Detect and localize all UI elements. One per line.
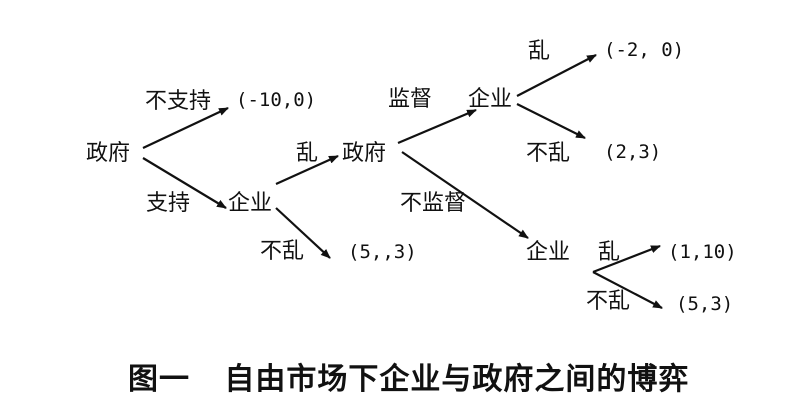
action-not-supervise: 不监督 — [400, 191, 466, 216]
payoff-no-chaos-2: (2,3) — [604, 141, 661, 163]
edge-ent2-chaos — [516, 54, 597, 97]
payoff-not-support: (-10,0) — [236, 89, 316, 111]
action-chaos-1: 乱 — [296, 141, 318, 166]
node-government-2: 政府 — [342, 141, 386, 166]
payoff-no-chaos-1: (5,,3) — [348, 241, 417, 263]
edge-gov-support — [142, 157, 227, 209]
edge-ent3-chaos — [592, 244, 661, 274]
edge-ent3-no-chaos — [592, 271, 663, 309]
figure-caption: 图一 自由市场下企业与政府之间的博弈 — [128, 362, 689, 397]
edge-ent1-no-chaos — [275, 207, 331, 259]
node-enterprise-3: 企业 — [526, 240, 570, 265]
action-chaos-2: 乱 — [528, 39, 550, 64]
node-enterprise-1: 企业 — [228, 191, 272, 216]
payoff-chaos-3: (1,10) — [668, 241, 737, 263]
payoff-no-chaos-3: (5,3) — [676, 293, 733, 315]
edge-gov2-not-supervise — [401, 151, 529, 239]
node-government-root: 政府 — [86, 141, 130, 166]
action-supervise: 监督 — [388, 87, 432, 112]
action-no-chaos-3: 不乱 — [586, 289, 630, 314]
action-support: 支持 — [146, 191, 190, 216]
edge-gov-not-support — [142, 107, 229, 149]
edge-ent2-no-chaos — [516, 103, 586, 139]
node-enterprise-2: 企业 — [468, 87, 512, 112]
edge-ent1-chaos — [275, 154, 339, 186]
edge-gov2-supervise — [397, 108, 477, 145]
payoff-chaos-2: (-2, 0) — [604, 39, 684, 61]
action-no-chaos-1: 不乱 — [260, 239, 304, 264]
action-not-support: 不支持 — [145, 89, 211, 114]
action-no-chaos-2: 不乱 — [526, 141, 570, 166]
action-chaos-3: 乱 — [598, 240, 620, 265]
